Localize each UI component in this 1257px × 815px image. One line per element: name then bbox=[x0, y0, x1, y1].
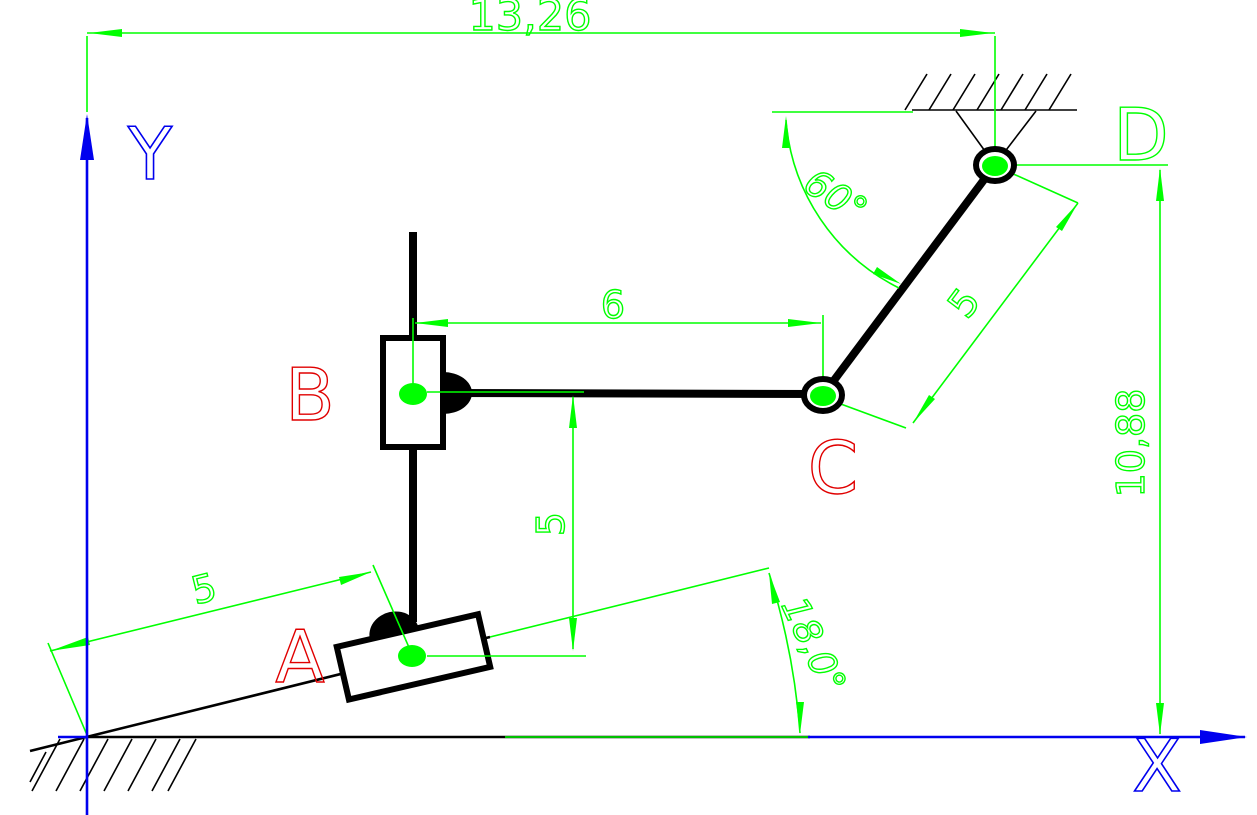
dimension-right-height: 10,88 bbox=[1002, 164, 1168, 735]
link-bc bbox=[444, 389, 824, 398]
joint-pin-b bbox=[399, 383, 427, 405]
angle-dimension-60: 60° bbox=[772, 111, 913, 289]
dim-right-height-value: 10,88 bbox=[1109, 389, 1153, 498]
incline-angle-value: 18,0° bbox=[773, 590, 855, 700]
dim-bc-horizontal-value: 6 bbox=[601, 283, 625, 327]
x-axis: X bbox=[58, 723, 1247, 809]
joint-pin-a bbox=[398, 645, 426, 667]
y-axis-arrow bbox=[80, 114, 94, 160]
ceiling-support-d bbox=[904, 73, 1077, 159]
pivot-cap-a bbox=[369, 611, 419, 640]
dim-top-width-value: 13,26 bbox=[468, 0, 591, 41]
ceiling-hatching bbox=[904, 73, 1072, 111]
incline-extension-line bbox=[489, 567, 770, 638]
joint-label-a: A bbox=[275, 615, 324, 699]
dimension-bc-to-a-vertical: 5 bbox=[427, 391, 586, 657]
angle-dimension-18: 18,0° bbox=[768, 572, 855, 734]
link-cd bbox=[819, 162, 999, 398]
dim-origin-to-a-value: 5 bbox=[187, 565, 221, 614]
dimension-origin-to-a: 5 bbox=[47, 564, 412, 736]
dimension-bc-horizontal: 6 bbox=[412, 282, 824, 390]
x-axis-arrow bbox=[1200, 730, 1247, 744]
dim-bc-to-a-vertical-value: 5 bbox=[529, 512, 573, 536]
joint-label-d: D bbox=[1113, 93, 1168, 177]
angle-at-d-value: 60° bbox=[797, 161, 875, 233]
x-axis-label: X bbox=[1132, 724, 1181, 808]
joint-label-c: C bbox=[808, 426, 858, 510]
joint-label-b: B bbox=[285, 353, 334, 437]
dimension-top-width: 13,26 bbox=[86, 0, 996, 158]
joint-d bbox=[973, 146, 1017, 184]
dim-cd-link-value: 5 bbox=[939, 280, 989, 326]
joint-c bbox=[801, 376, 845, 414]
y-axis-label: Y bbox=[127, 112, 173, 196]
ground-hatching bbox=[29, 738, 197, 792]
y-axis: Y bbox=[80, 111, 174, 815]
